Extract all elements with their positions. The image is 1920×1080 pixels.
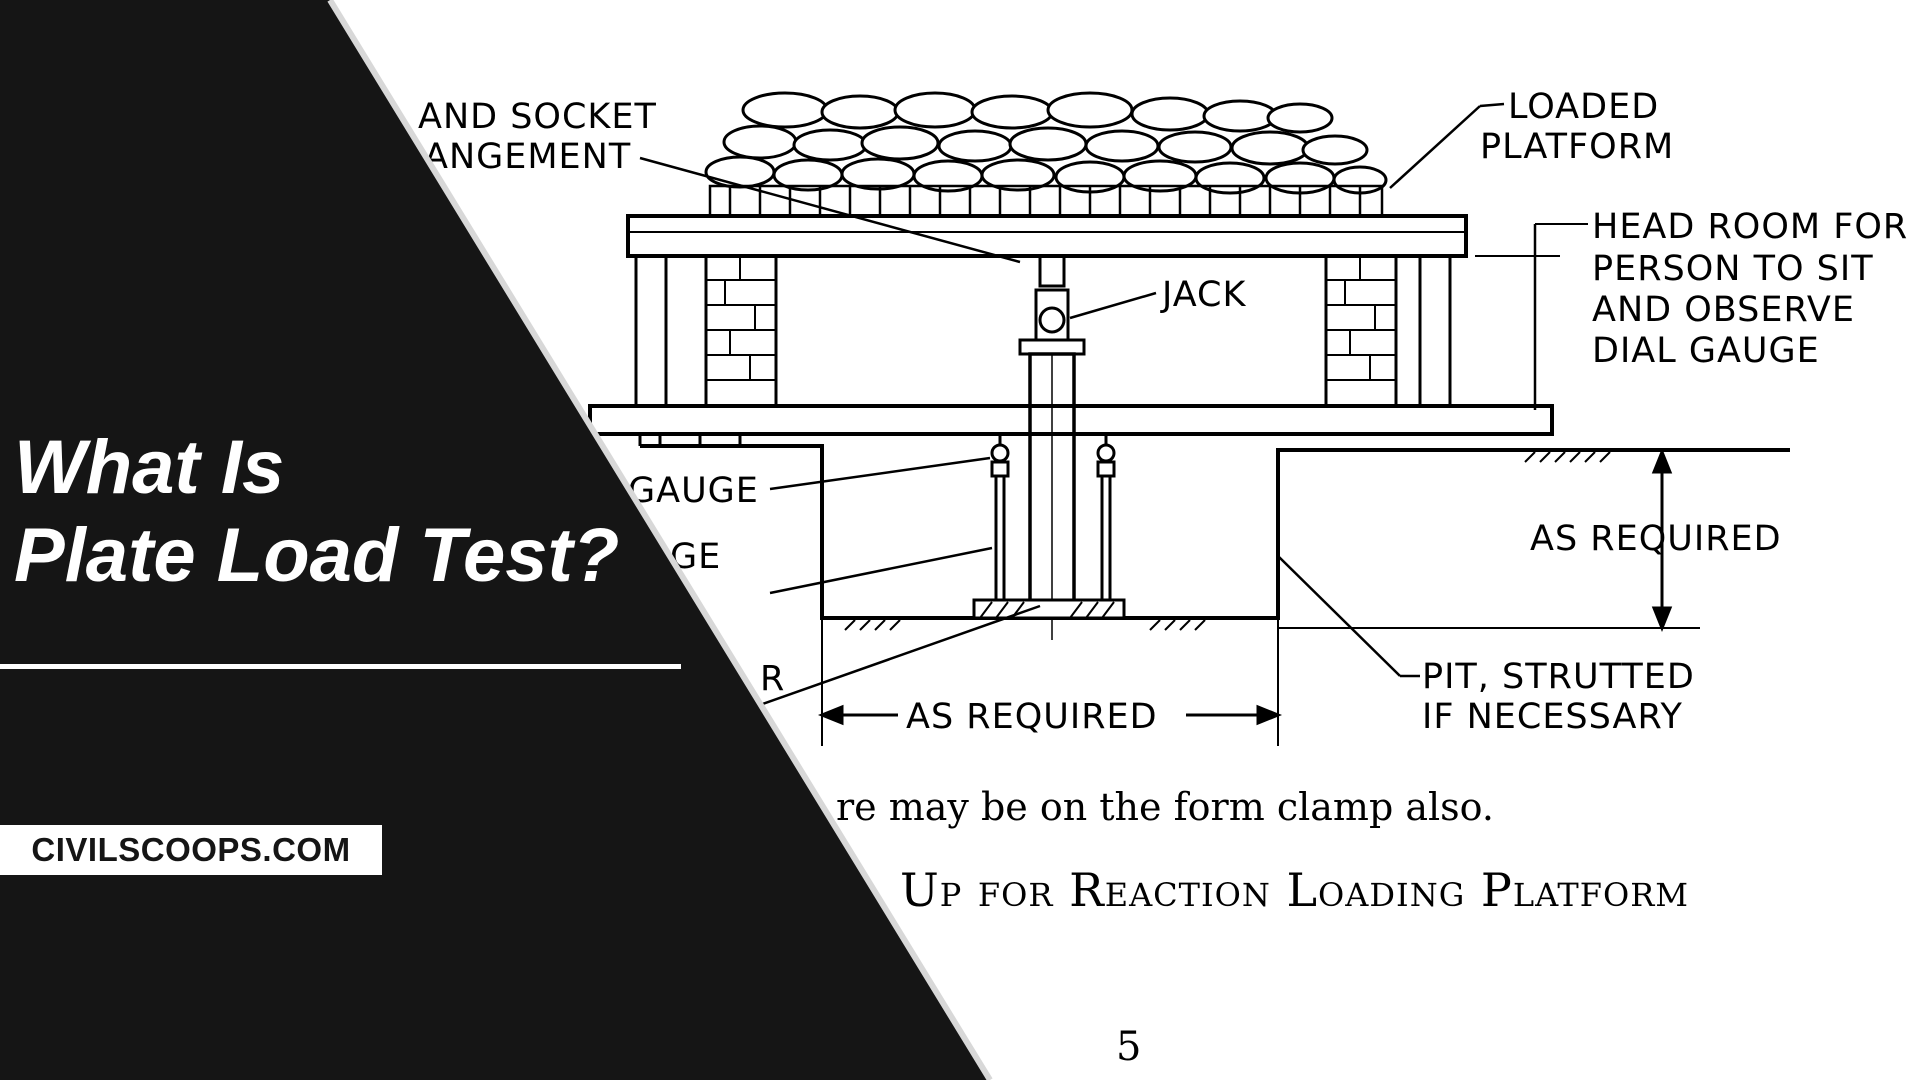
ground-hatch [844,451,1611,631]
dark-overlay-panel [0,0,990,1080]
label-r-fragment: R [760,659,785,699]
hero-title: What Is Plate Load Test? [14,424,619,600]
test-plate [972,598,1126,620]
panel-edge-highlight [327,0,993,1080]
figure-note: re may be on the form clamp also. [836,785,1494,829]
page-number: 5 [1116,1024,1141,1070]
label-as-required-bottom: AS REQUIRED [906,697,1158,737]
label-head-room-4: DIAL GAUGE [1592,331,1820,371]
label-as-required-right: AS REQUIRED [1530,519,1782,559]
label-pit-1: PIT, STRUTTED [1422,657,1695,697]
label-loaded-platform-1: LOADED [1508,87,1659,127]
figure-caption: Up for Reaction Loading Platform [900,863,1689,917]
label-gauge-1: GAUGE [628,471,759,511]
title-divider [0,664,681,669]
stone-load [704,91,1388,195]
label-loaded-platform-2: PLATFORM [1480,127,1674,167]
label-ball-socket-2: ANGEMENT [424,137,631,177]
label-head-room-3: AND OBSERVE [1592,290,1855,330]
site-badge[interactable]: CIVILSCOOPS.COM [0,825,382,875]
left-dial-gauge [990,434,1010,602]
label-head-room-2: PERSON TO SIT [1592,249,1874,289]
hero-title-line-2: Plate Load Test? [14,513,620,598]
hero-title-line-1: What Is [14,425,285,510]
diagram-labels: AND SOCKET ANGEMENT LOADED PLATFORM HEAD… [418,87,1908,1070]
reaction-platform-diagram [588,91,1790,746]
label-jack: JACK [1160,275,1246,315]
label-ball-socket-1: AND SOCKET [418,97,657,137]
label-pit-2: IF NECESSARY [1422,697,1683,737]
label-head-room-1: HEAD ROOM FOR [1592,207,1908,247]
right-dial-gauge [1096,434,1116,602]
